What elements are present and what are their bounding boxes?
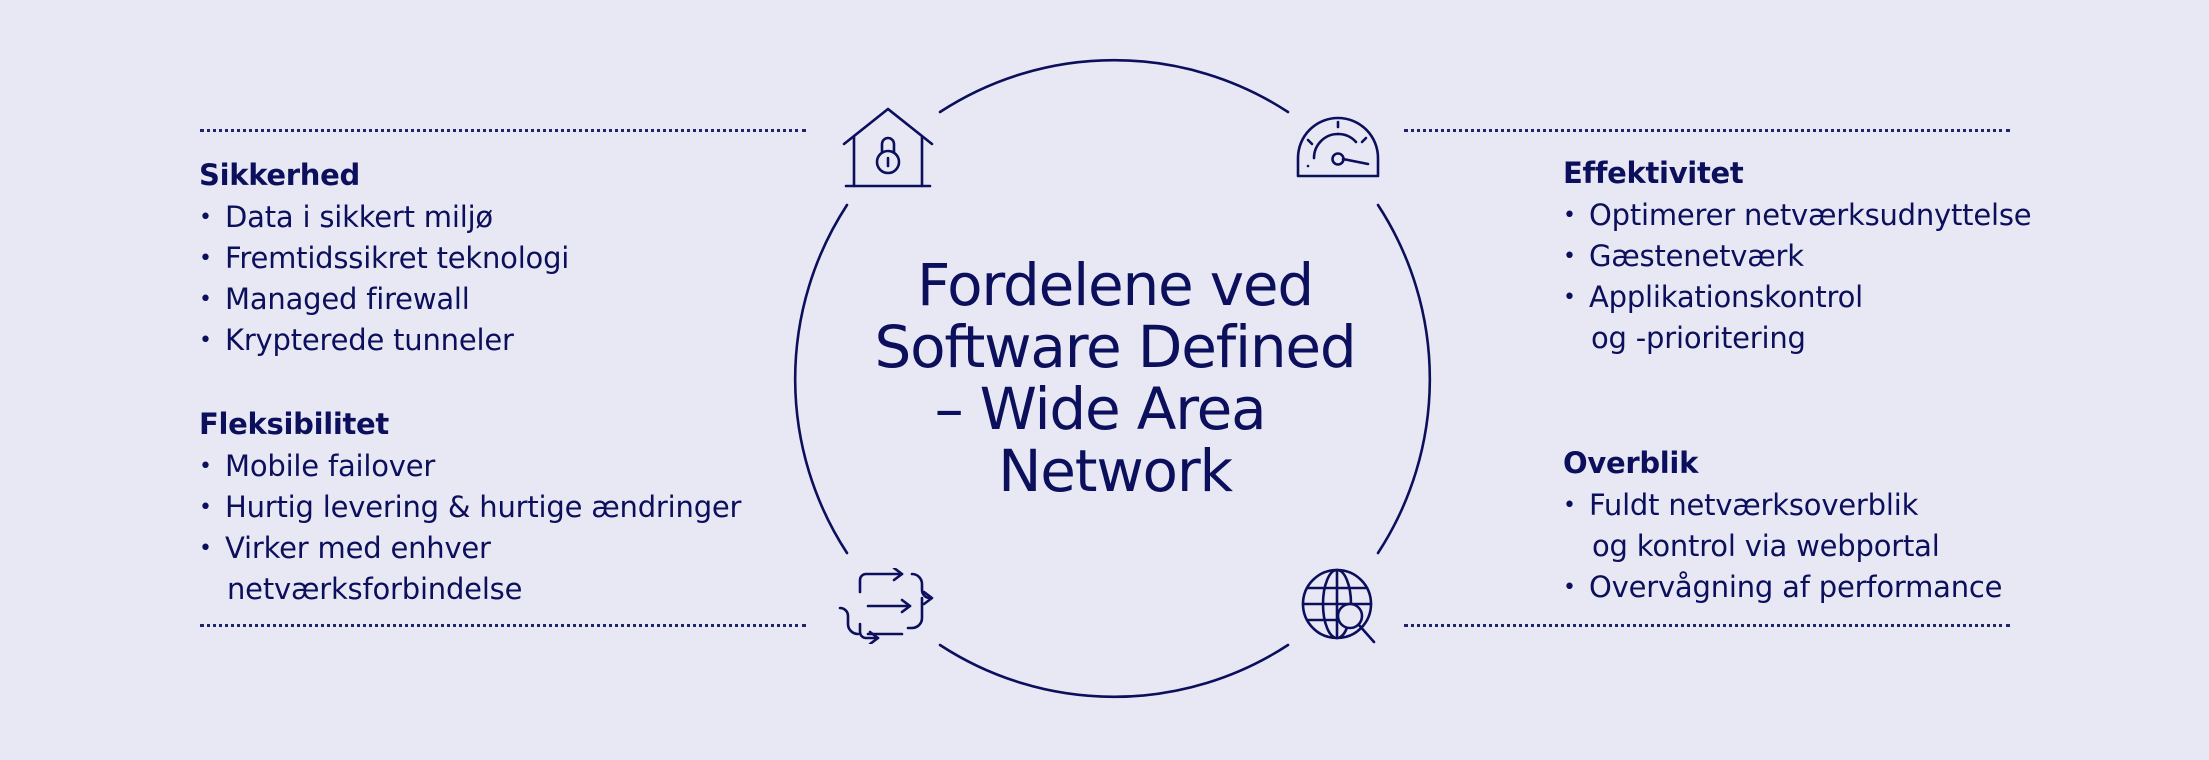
list-item: Krypterede tunneler xyxy=(199,320,569,361)
ring-arc-right xyxy=(1376,203,1432,555)
list-item: Gæstenetværk xyxy=(1563,236,2031,277)
list-item: Overvågning af performance xyxy=(1563,567,2002,608)
flexibility-heading: Fleksibilitet xyxy=(199,407,389,441)
list-item: Fuldt netværksoverblik xyxy=(1563,485,2002,526)
list-item: Fremtidssikret teknologi xyxy=(199,238,569,279)
center-title-line-4: Network xyxy=(998,437,1233,505)
center-title-line-1: Fordelene ved xyxy=(916,251,1314,319)
security-section: Sikkerhed Data i sikkert miljø Fremtidss… xyxy=(199,155,569,361)
house-lock-icon xyxy=(842,107,934,188)
efficiency-heading: Effektivitet xyxy=(1563,156,1744,190)
exchange-arrows-icon xyxy=(838,568,934,644)
speedometer-icon xyxy=(1296,116,1380,178)
list-item: Hurtig levering & hurtige ændringer xyxy=(199,487,741,528)
flexibility-list: Mobile failover Hurtig levering & hurtig… xyxy=(199,446,741,610)
globe-search-icon xyxy=(1301,568,1376,644)
list-item: Optimerer netværksudnyttelse xyxy=(1563,195,2032,236)
list-item-continuation-text: og -prioritering xyxy=(1591,321,1806,355)
dotted-line-top-left xyxy=(200,129,806,132)
dotted-line-bottom-left xyxy=(200,624,806,627)
dotted-line-top-right xyxy=(1404,129,2010,132)
list-item: Managed firewall xyxy=(199,279,569,320)
overview-section: Overblik Fuldt netværksoverblik og kontr… xyxy=(1563,443,2002,608)
list-item: Applikationskontrol xyxy=(1563,277,2031,318)
list-item: Virker med enhver xyxy=(199,528,741,569)
list-item-continuation-text: netværksforbindelse xyxy=(227,572,523,606)
list-item: Data i sikkert miljø xyxy=(199,197,569,238)
list-item-continuation: og kontrol via webportal xyxy=(1563,526,2002,567)
ring-arc-bottom xyxy=(938,643,1290,699)
list-item: Mobile failover xyxy=(199,446,741,487)
flexibility-section: Fleksibilitet Mobile failover Hurtig lev… xyxy=(199,404,741,610)
security-heading: Sikkerhed xyxy=(199,158,360,192)
center-title: Fordelene ved Software Defined – Wide Ar… xyxy=(820,254,1410,502)
efficiency-list: Optimerer netværksudnyttelse Gæstenetvær… xyxy=(1563,195,2032,359)
center-title-line-3: – Wide Area xyxy=(934,375,1267,443)
list-item-continuation-text: og kontrol via webportal xyxy=(1592,529,1940,563)
overview-list: Fuldt netværksoverblik og kontrol via we… xyxy=(1563,485,2002,608)
list-item-continuation: netværksforbindelse xyxy=(199,569,741,610)
ring-arc-left xyxy=(793,203,849,555)
dotted-line-bottom-right xyxy=(1404,624,2010,627)
ring-arc-top xyxy=(938,58,1290,114)
list-item-continuation: og -prioritering xyxy=(1563,318,2031,359)
security-list: Data i sikkert miljø Fremtidssikret tekn… xyxy=(199,197,569,361)
overview-heading: Overblik xyxy=(1563,446,1699,480)
efficiency-section: Effektivitet Optimerer netværksudnyttels… xyxy=(1563,153,2032,359)
center-title-line-2: Software Defined xyxy=(874,313,1356,381)
